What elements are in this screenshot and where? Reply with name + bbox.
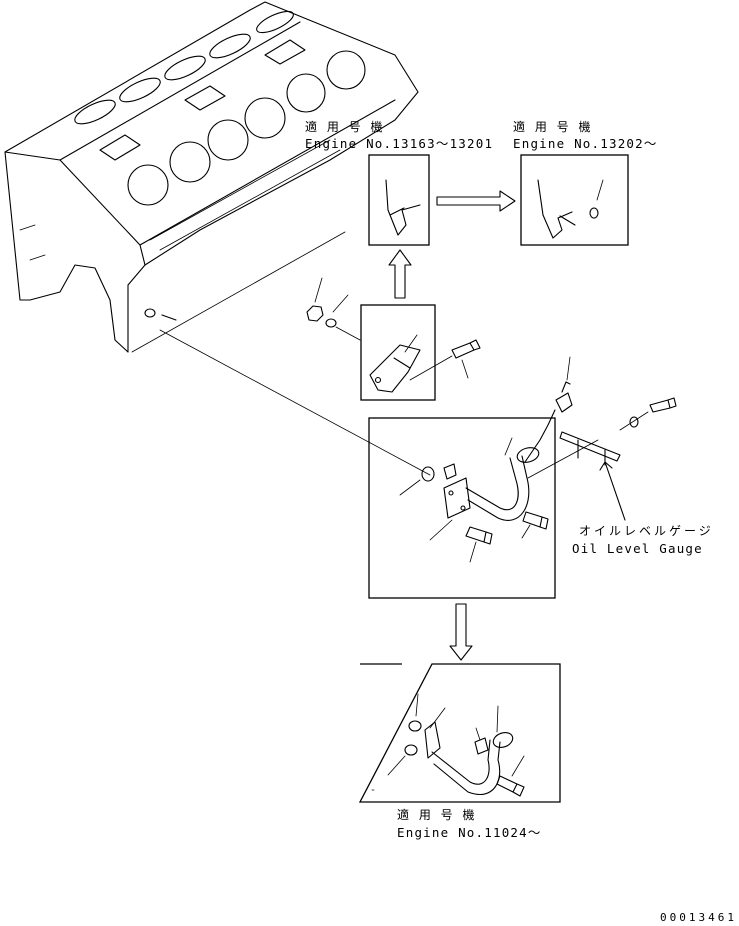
nut-and-washer bbox=[306, 277, 361, 341]
arrow-down bbox=[449, 603, 473, 661]
tube-assembly-box bbox=[368, 417, 599, 599]
applicable-label-en: Engine No.13202～ bbox=[513, 136, 658, 151]
gauge-label-jp: オイルレベルゲージ bbox=[579, 524, 714, 538]
variant-box-11024 bbox=[358, 663, 561, 803]
applicable-label-jp: 適 用 号 機 bbox=[397, 807, 477, 822]
bolt bbox=[409, 339, 481, 381]
leader-line bbox=[159, 329, 431, 476]
oil-level-gauge-assembly bbox=[524, 356, 677, 521]
gauge-label-en: Oil Level Gauge bbox=[572, 541, 703, 556]
arrow-right bbox=[436, 190, 516, 212]
applicable-label-en: Engine No.11024～ bbox=[397, 825, 542, 840]
engine-block bbox=[4, 1, 419, 353]
drawing-code: 00013461 bbox=[660, 911, 737, 924]
bracket-box bbox=[360, 304, 436, 401]
variant-box-13163-13201: 適 用 号 機 Engine No.13163～13201 bbox=[305, 119, 493, 246]
arrow-up bbox=[388, 249, 412, 299]
applicable-label-jp: 適 用 号 機 bbox=[305, 119, 385, 134]
variant-box-13202: 適 用 号 機 Engine No.13202～ bbox=[513, 119, 658, 246]
applicable-label-jp: 適 用 号 機 bbox=[513, 119, 593, 134]
applicable-label-en: Engine No.13163～13201 bbox=[305, 136, 493, 151]
leader-line bbox=[131, 231, 346, 353]
